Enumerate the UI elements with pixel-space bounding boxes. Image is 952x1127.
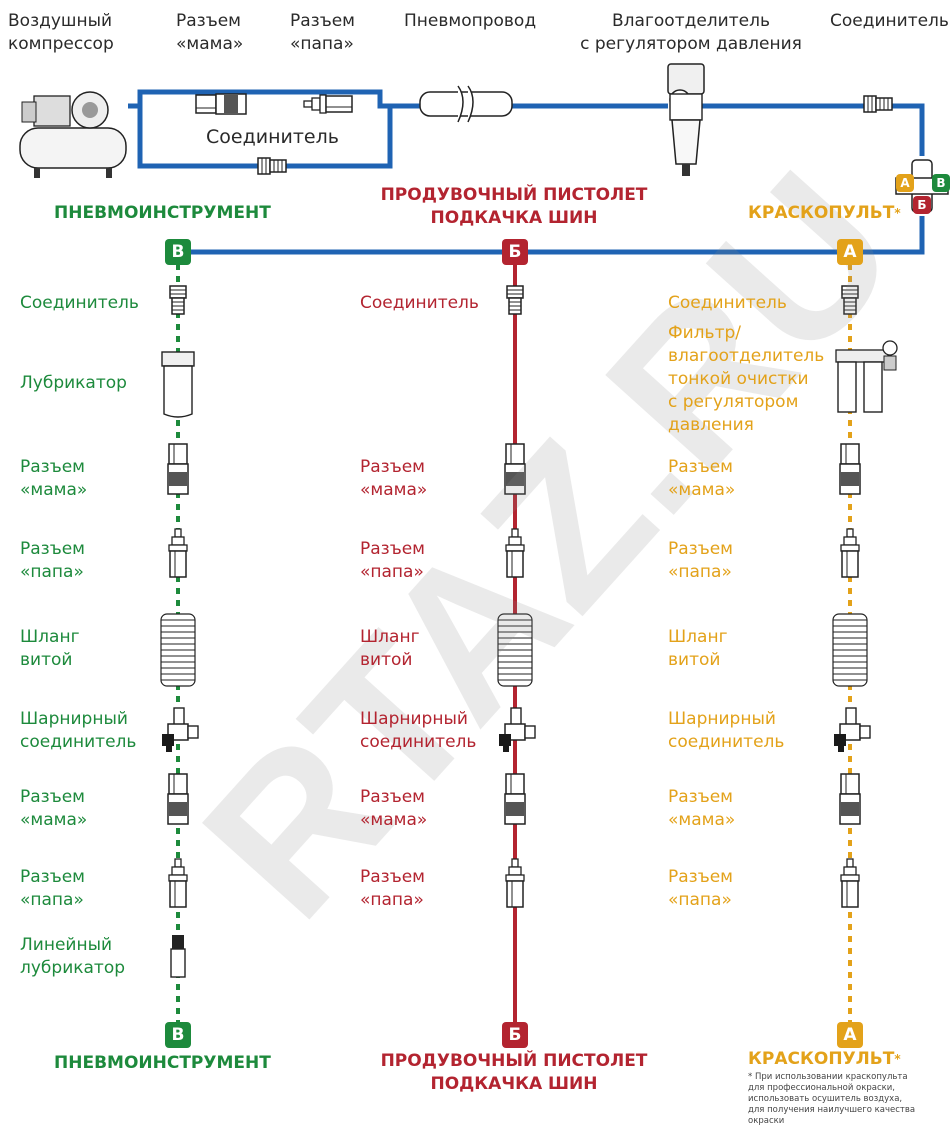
b-item-male-2: Разъем «папа»: [360, 867, 426, 910]
top-male-plug: [303, 94, 353, 114]
label-hose: Пневмопровод: [404, 11, 537, 31]
label-top-connector: Соединитель: [830, 11, 949, 31]
bypass-connector: [257, 157, 287, 175]
v-item-inline-lubricator: Линейный лубрикатор: [20, 935, 126, 978]
heading-a-top: КРАСКОПУЛЬТ*: [748, 202, 901, 225]
badge-v-top: В: [165, 239, 191, 265]
a-item-filter: Фильтр/ влагоотделитель тонкой очистки с…: [668, 323, 825, 435]
b-item-connector: Соединитель: [360, 293, 479, 313]
label-top-male: Разъем «папа»: [290, 11, 356, 54]
heading-a-top-text: КРАСКОПУЛЬТ: [748, 203, 895, 223]
heading-a-bottom-text: КРАСКОПУЛЬТ: [748, 1049, 895, 1069]
v-item-male-1: Разъем «папа»: [20, 539, 86, 582]
a-item-male-2: Разъем «папа»: [668, 867, 734, 910]
v-item-lubricator: Лубрикатор: [20, 373, 127, 393]
badge-a-top: А: [837, 239, 863, 265]
v-item-female-2: Разъем «мама»: [20, 787, 88, 830]
heading-v-top: ПНЕВМОИНСТРУМЕНТ: [54, 203, 271, 223]
badge-a-bottom: А: [837, 1022, 863, 1048]
b-item-swivel: Шарнирный соединитель: [360, 709, 477, 752]
separator-regulator: [667, 63, 705, 176]
heading-v-bottom: ПНЕВМОИНСТРУМЕНТ: [54, 1053, 271, 1073]
a-item-female-2: Разъем «мама»: [668, 787, 736, 830]
heading-a-top-asterisk: *: [894, 206, 901, 220]
a-item-female-1: Разъем «мама»: [668, 457, 736, 500]
top-female-coupler: [195, 93, 247, 115]
v-item-swivel: Шарнирный соединитель: [20, 709, 137, 752]
tee-badge-b: Б: [913, 196, 931, 214]
label-compressor: Воздушный компрессор: [8, 11, 114, 54]
branch-a-parts: [832, 285, 898, 908]
branch-v-parts: [160, 285, 199, 978]
v-item-coil: Шланг витой: [20, 627, 80, 670]
heading-a-bottom-asterisk: *: [894, 1052, 901, 1066]
heading-b-top: ПРОДУВОЧНЫЙ ПИСТОЛЕТ ПОДКАЧКА ШИН: [380, 185, 648, 228]
a-item-coil: Шланг витой: [668, 627, 728, 670]
diagram-canvas: RTAZ.RU: [19, 63, 949, 1025]
a-item-connector: Соединитель: [668, 293, 787, 313]
b-item-male-1: Разъем «папа»: [360, 539, 426, 582]
v-item-male-2: Разъем «папа»: [20, 867, 86, 910]
label-separator: Влагоотделитель с регулятором давления: [580, 11, 802, 54]
hose-break-symbol: [419, 85, 513, 123]
a-item-swivel: Шарнирный соединитель: [668, 709, 785, 752]
b-item-female-1: Разъем «мама»: [360, 457, 428, 500]
tee-badge-v: В: [932, 174, 950, 192]
b-item-female-2: Разъем «мама»: [360, 787, 428, 830]
footnote: * При использовании краскопульта для про…: [748, 1072, 916, 1126]
badge-v-bottom: В: [165, 1022, 191, 1048]
compressor-image: [19, 91, 127, 178]
label-bypass-connector: Соединитель: [206, 126, 339, 148]
heading-b-bottom: ПРОДУВОЧНЫЙ ПИСТОЛЕТ ПОДКАЧКА ШИН: [380, 1051, 648, 1094]
b-item-coil: Шланг витой: [360, 627, 420, 670]
v-item-connector: Соединитель: [20, 293, 139, 313]
top-connector: [863, 95, 893, 113]
v-item-female-1: Разъем «мама»: [20, 457, 88, 500]
tee-badge-a: А: [896, 174, 914, 192]
badge-b-top: Б: [502, 239, 528, 265]
a-item-male-1: Разъем «папа»: [668, 539, 734, 582]
label-top-female: Разъем «мама»: [176, 11, 244, 54]
badge-b-bottom: Б: [502, 1022, 528, 1048]
heading-a-bottom: КРАСКОПУЛЬТ*: [748, 1048, 901, 1071]
